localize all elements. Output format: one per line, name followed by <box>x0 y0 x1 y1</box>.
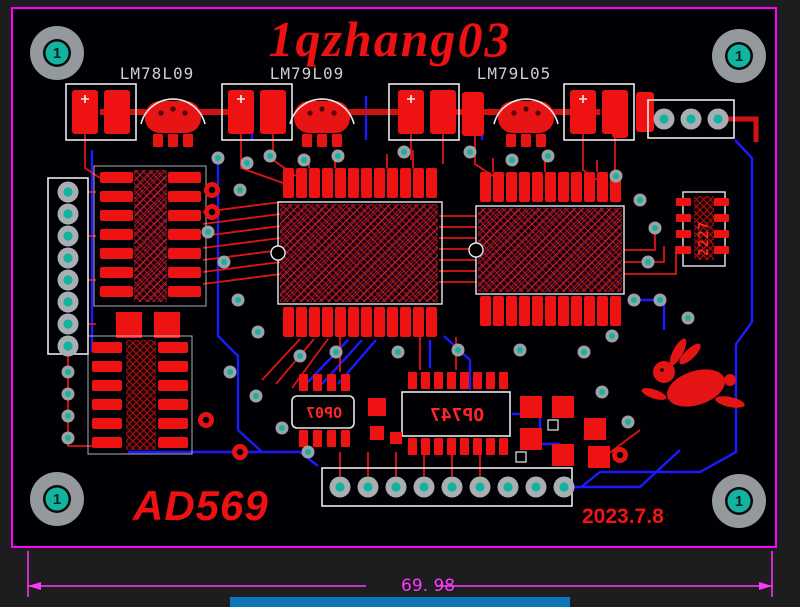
silkscreen-ic-right-label: 2227 <box>697 221 712 256</box>
mounting-hole-top-right[interactable]: 1 <box>712 29 766 83</box>
regulator-silkscreen <box>65 83 735 141</box>
ic-right-small[interactable]: 2227 <box>676 191 729 267</box>
part-number-text[interactable]: AD569 <box>132 482 269 529</box>
power-header-pins <box>653 108 729 130</box>
ic-right-center[interactable] <box>468 172 625 326</box>
hole-label: 1 <box>53 491 61 508</box>
polarity-plus-icon <box>81 95 587 103</box>
regulator-pads <box>145 101 554 147</box>
mounting-hole-top-left[interactable]: 1 <box>30 26 84 80</box>
regulator-label-lm78l09[interactable]: LM78L09 <box>120 64 194 83</box>
hole-label: 1 <box>735 493 743 510</box>
regulator-label-lm79l09[interactable]: LM79L09 <box>270 64 344 83</box>
silkscreen-op747-label: OP747 <box>430 405 484 426</box>
ic-center[interactable] <box>270 168 443 337</box>
component-op747[interactable]: OP747 <box>401 372 511 455</box>
component-op07[interactable]: OP07 <box>291 374 355 447</box>
ic-left[interactable] <box>93 165 207 338</box>
hole-label: 1 <box>53 45 61 62</box>
capacitor-pads <box>72 90 654 138</box>
bottom-header-connector[interactable] <box>321 467 575 507</box>
dimension-value-text: 69. 98 <box>401 576 455 596</box>
power-trace-right <box>726 116 759 142</box>
ic-bodies <box>126 170 714 450</box>
hole-label: 1 <box>735 48 743 65</box>
mounting-hole-bottom-right[interactable]: 1 <box>712 474 766 528</box>
mounting-hole-bottom-left[interactable]: 1 <box>30 472 84 526</box>
date-text[interactable]: 2023.7.8 <box>582 505 664 528</box>
regulator-row[interactable] <box>65 83 735 147</box>
ic-left-lower[interactable] <box>87 335 193 455</box>
board-title-text[interactable]: 1qzhang03 <box>268 11 511 67</box>
regulator-pin-holes <box>158 106 541 116</box>
rabbit-logo-icon <box>641 338 745 408</box>
dimension-annotation[interactable]: 69. 98 <box>27 551 773 597</box>
bottom-window-strip <box>230 597 570 607</box>
discrete-pads <box>368 396 610 468</box>
silkscreen-op07-label: OP07 <box>306 404 342 422</box>
left-header-connector[interactable] <box>47 177 89 357</box>
regulator-label-lm79l05[interactable]: LM79L05 <box>477 64 551 83</box>
